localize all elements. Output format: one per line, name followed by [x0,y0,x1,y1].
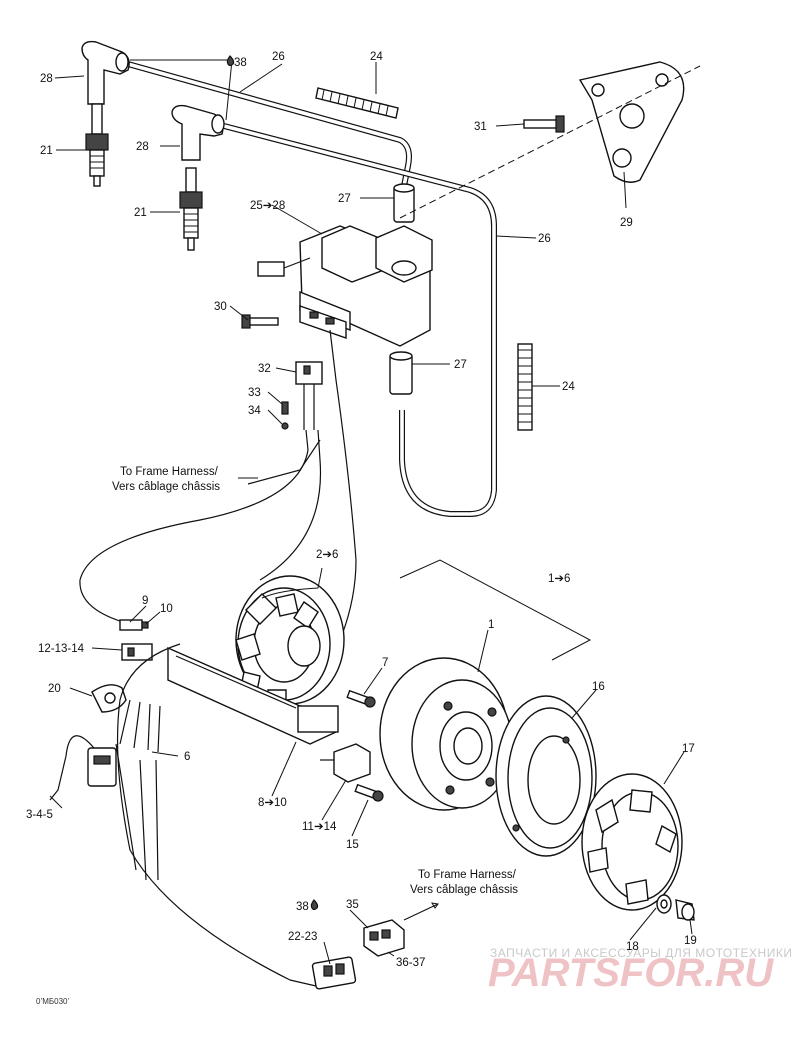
callout-7: 7 [382,657,388,669]
note-lower-en: To Frame Harness/ [418,869,517,881]
starter-ring-plate [495,695,597,857]
magneto-flywheel [379,657,513,811]
callout-20: 20 [48,683,61,695]
callout-8-10: 8➔10 [258,797,287,809]
callout-29: 29 [620,217,633,229]
figure-code: 0’МБ030’ [36,997,69,1006]
callout-numbers: 28 38 26 24 21 28 21 31 27 25➔28 26 29 3… [26,51,697,969]
coil-wire-connector [295,361,323,430]
callout-32: 32 [258,363,271,375]
callout-18: 18 [626,941,639,953]
callout-38-upper: 38 [234,57,247,69]
harness-end-connector [311,956,357,990]
connector-seal [281,422,289,430]
ignition-coil [257,225,433,347]
callout-2-6: 2➔6 [316,549,338,561]
watermark-tagline: ЗАПЧАСТИ И АКСЕССУАРЫ ДЛЯ МОТОТЕХНИКИ [490,946,792,960]
ignition-coil-nipple-upper [393,183,415,223]
coil-screw [241,314,279,329]
callout-12-13-14: 12-13-14 [38,643,85,655]
note-upper-en: To Frame Harness/ [120,466,219,478]
wire-sleeve-lower [517,343,533,431]
trigger-coil-plate [167,646,339,745]
leader-lines [49,59,693,965]
callout-30: 30 [214,301,227,313]
watermark: ЗАПЧАСТИ И АКСЕССУАРЫ ДЛЯ МОТОТЕХНИКИ PA… [488,946,792,995]
pulley-washer [656,894,672,914]
stator-assembly [235,575,345,707]
pulley-bolt [675,899,695,921]
mating-connector [363,919,405,957]
callout-38-lower: 38 [296,901,309,913]
connector-screw [354,783,384,802]
callout-6: 6 [184,751,190,763]
callout-26-upper: 26 [272,51,285,63]
callout-24-lower: 24 [562,381,575,393]
wire-sleeve-upper [315,87,399,119]
callout-26-lower: 26 [538,233,551,245]
ignition-coil-connector [299,305,347,339]
starting-pulley [581,773,683,911]
spark-plug-cap-upper [81,40,130,105]
spark-plug-cap-lower [171,104,225,161]
harness-connector-small [119,619,149,631]
stator-screw [346,689,376,708]
ignition-coil-nipple-lower [389,351,413,395]
callout-16: 16 [592,681,605,693]
callout-24-upper: 24 [370,51,383,63]
callout-28-lower: 28 [136,141,149,153]
watermark-brand: PARTSFOR.RU [488,951,774,995]
bracket-screw [523,115,565,133]
callout-33: 33 [248,387,261,399]
callout-17: 17 [682,743,695,755]
frame-harness-note-lower: To Frame Harness/ Vers câblage châssis [410,869,518,896]
callout-1-6: 1➔6 [548,573,570,585]
frame-harness-note-upper: To Frame Harness/ Vers câblage châssis [112,466,220,493]
bracket-axis-line [399,65,701,219]
callout-34: 34 [248,405,261,417]
assembly-bracket-1-6 [399,559,592,661]
callout-27-upper: 27 [338,193,351,205]
coil-mounting-bracket [578,61,685,183]
sealant-drop-icon [226,55,235,67]
callout-22-23: 22-23 [288,931,317,943]
callout-15: 15 [346,839,359,851]
callout-36-37: 36-37 [396,957,425,969]
callout-10-upper: 10 [160,603,173,615]
assembly-bracket-2-6 [261,567,323,599]
callout-9: 9 [142,595,148,607]
callout-21-lower: 21 [134,207,147,219]
magneto-wiring-harness [49,643,317,987]
spark-plug-lead-upper [127,61,412,187]
callout-3-4-5: 3-4-5 [26,809,53,821]
sealant-drop-icon-lower [310,899,319,911]
stator-connector [320,743,371,783]
cable-tie [91,684,127,713]
callout-28-upper: 28 [40,73,53,85]
spark-plug-lead-lower [223,123,497,517]
coil-harness-wires [79,329,357,641]
harness-connector-housing [121,643,153,661]
note-lower-fr: Vers câblage châssis [410,884,518,896]
callout-27-lower: 27 [454,359,467,371]
callout-25-28: 25➔28 [250,200,285,212]
callout-35: 35 [346,899,359,911]
callout-19: 19 [684,935,697,947]
spark-plug-lower [179,167,203,251]
callout-31: 31 [474,121,487,133]
callout-11-14: 11➔14 [302,821,337,833]
note-upper-fr: Vers câblage châssis [112,481,220,493]
connector-terminal [281,401,289,415]
callout-21-upper: 21 [40,145,53,157]
spark-plug-upper [85,103,109,187]
callout-1: 1 [488,619,494,631]
